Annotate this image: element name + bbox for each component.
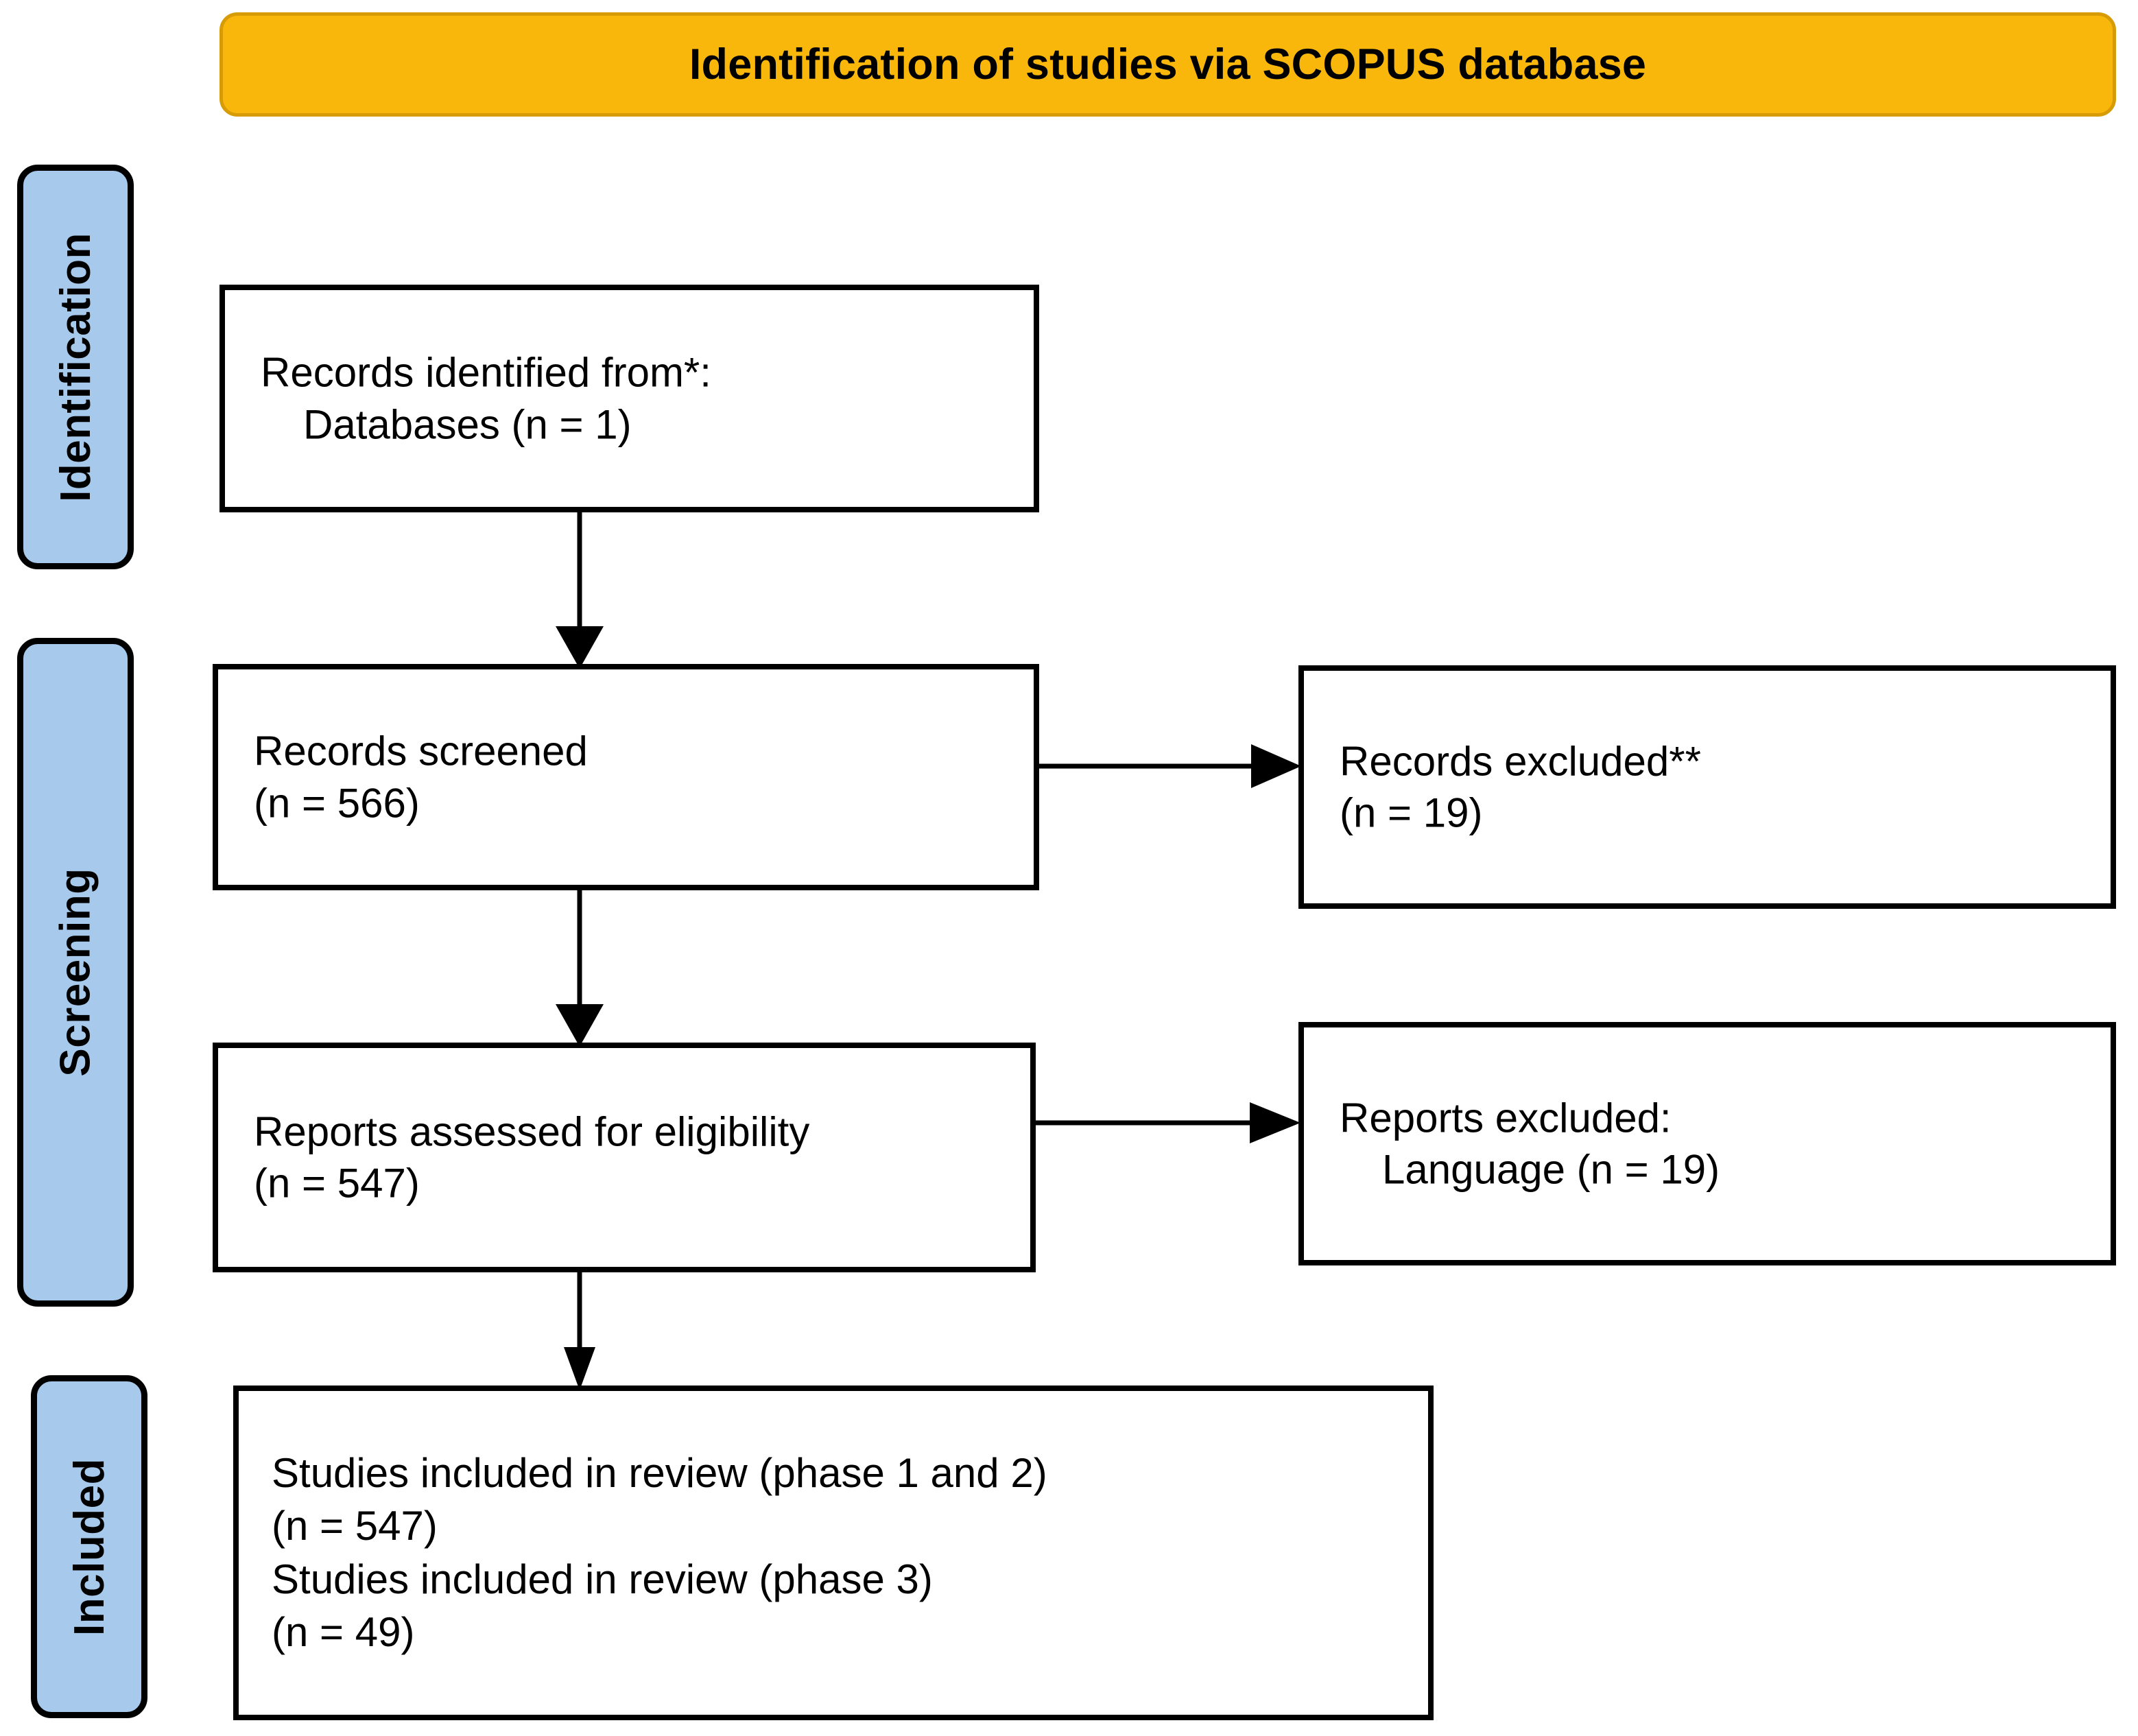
box-records-excluded-line-2: (n = 19): [1340, 789, 1483, 836]
diagram-title: Identification of studies via SCOPUS dat…: [689, 40, 1647, 88]
box-studies-included-line-1: Studies included in review (phase 1 and …: [272, 1450, 1047, 1497]
box-records-excluded-line-1: Records excluded**: [1340, 737, 1701, 784]
arrow-eligibility-to-included: [542, 1270, 617, 1390]
box-records-identified-line-1: Records identified from*:: [261, 349, 711, 396]
box-reports-assessed-eligibility-line-1: Reports assessed for eligibility: [254, 1108, 810, 1154]
box-reports-assessed-eligibility: Reports assessed for eligibility (n = 54…: [213, 1043, 1036, 1272]
box-records-identified: Records identified from*: Databases (n =…: [219, 285, 1039, 512]
box-studies-included-body: Studies included in review (phase 1 and …: [272, 1447, 1407, 1659]
box-studies-included-line-3: Studies included in review (phase 3): [272, 1556, 933, 1602]
box-records-identified-body: Records identified from*: Databases (n =…: [261, 346, 1013, 450]
box-reports-excluded: Reports excluded: Language (n = 19): [1298, 1022, 2116, 1265]
box-records-screened-line-2: (n = 566): [254, 780, 420, 826]
stage-label-identification: Identification: [17, 165, 134, 569]
box-records-screened-body: Records screened (n = 566): [254, 725, 1013, 829]
box-reports-excluded-body: Reports excluded: Language (n = 19): [1340, 1092, 2090, 1196]
stage-label-included-text: Included: [65, 1458, 113, 1636]
box-reports-excluded-line-2: Language (n = 19): [1382, 1146, 1720, 1193]
stage-label-screening-text: Screening: [51, 868, 99, 1077]
arrow-screened-to-records-excluded: [1037, 737, 1305, 796]
box-records-screened: Records screened (n = 566): [213, 664, 1039, 890]
box-studies-included: Studies included in review (phase 1 and …: [233, 1386, 1434, 1720]
box-records-screened-line-1: Records screened: [254, 728, 588, 774]
box-reports-excluded-line-1: Reports excluded:: [1340, 1094, 1672, 1141]
box-reports-assessed-eligibility-line-2: (n = 547): [254, 1160, 420, 1206]
arrow-eligibility-to-reports-excluded: [1034, 1094, 1303, 1152]
box-records-identified-line-2: Databases (n = 1): [303, 401, 632, 447]
box-reports-assessed-eligibility-body: Reports assessed for eligibility (n = 54…: [254, 1106, 1010, 1209]
box-records-excluded-body: Records excluded** (n = 19): [1340, 735, 2090, 839]
arrow-identified-to-screened: [542, 511, 617, 669]
arrow-screened-to-eligibility: [542, 889, 617, 1047]
stage-label-identification-text: Identification: [51, 232, 99, 502]
box-records-excluded: Records excluded** (n = 19): [1298, 665, 2116, 909]
box-studies-included-line-4: (n = 49): [272, 1609, 415, 1656]
diagram-header-banner: Identification of studies via SCOPUS dat…: [219, 12, 2116, 117]
box-studies-included-line-2: (n = 547): [272, 1503, 438, 1549]
stage-label-included: Included: [31, 1375, 147, 1718]
stage-label-screening: Screening: [17, 638, 134, 1307]
